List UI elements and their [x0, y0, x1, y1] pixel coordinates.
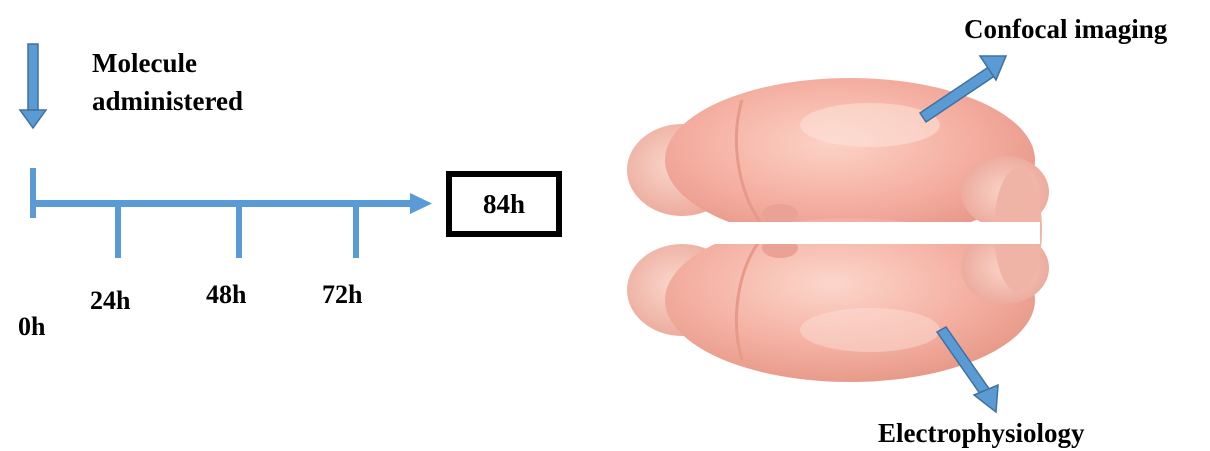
confocal-imaging-label: Confocal imaging — [964, 14, 1167, 45]
electrophysiology-label: Electrophysiology — [878, 418, 1085, 449]
brain-image — [627, 78, 1049, 382]
tick-label-72h: 72h — [322, 280, 362, 310]
tick-label-0h: 0h — [18, 312, 45, 342]
section-cut — [632, 222, 1040, 244]
endpoint-box: 84h — [446, 171, 562, 237]
molecule-label-line1: Molecule — [92, 44, 243, 82]
tick-label-24h: 24h — [90, 286, 130, 316]
tick-mark-24h — [115, 204, 121, 258]
tick-mark-48h — [236, 204, 242, 258]
timeline-axis — [30, 168, 432, 218]
tick-mark-72h — [353, 204, 359, 258]
molecule-administered-label: Molecule administered — [92, 44, 243, 120]
tick-label-48h: 48h — [206, 280, 246, 310]
administration-arrow — [20, 44, 46, 128]
molecule-label-line2: administered — [92, 82, 243, 120]
endpoint-label: 84h — [483, 189, 525, 220]
